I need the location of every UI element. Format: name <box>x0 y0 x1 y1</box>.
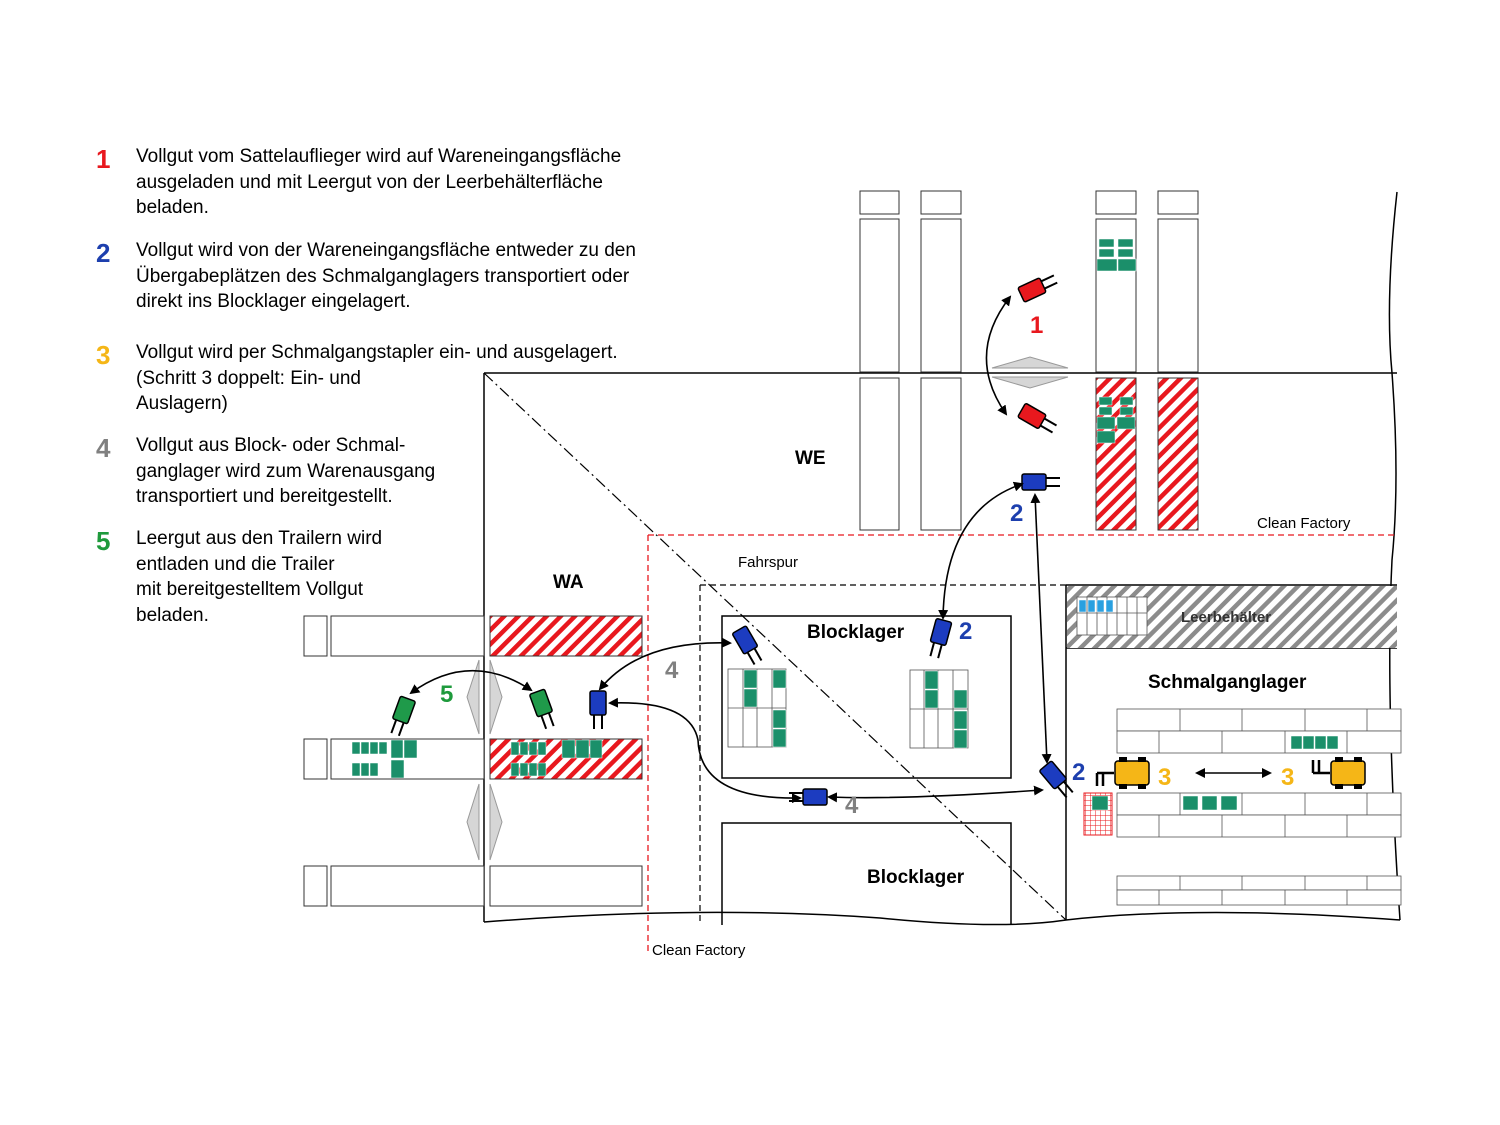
forklift-blue <box>1021 473 1060 491</box>
forklift-blue <box>789 788 828 806</box>
pallets-we <box>1096 238 1137 444</box>
step-marker-4: 4 <box>665 657 679 684</box>
step-description: Vollgut wird per Schmalgangstapler ein- … <box>136 342 618 414</box>
we-dock-doors <box>859 190 1199 531</box>
forklift-blue <box>1039 760 1074 799</box>
forklift-red <box>1017 274 1058 303</box>
step-number: 2 <box>96 238 111 268</box>
pallets-wa <box>351 739 603 779</box>
step-description: Vollgut aus Block- oder Schmal- ganglage… <box>136 435 436 507</box>
wa-hatched-lane <box>489 615 643 657</box>
step-marker-1: 1 <box>1030 312 1043 339</box>
label-blocklager-top: Blocklager <box>807 622 905 643</box>
forklift-blue <box>589 690 607 729</box>
label-blocklager-bottom: Blocklager <box>867 867 965 888</box>
empty-bins <box>1078 599 1114 613</box>
forklift-green <box>529 688 555 730</box>
step-marker-2: 2 <box>959 618 972 645</box>
forklift-blue <box>732 625 763 666</box>
narrow-aisle-truck <box>1311 757 1366 789</box>
we-hatched-lane <box>1157 377 1199 531</box>
forklift-red <box>1017 403 1058 434</box>
step-description: Vollgut vom Sattelauflieger wird auf War… <box>136 146 622 218</box>
label-leerbehaelter: Leerbehälter <box>1181 609 1271 626</box>
step-description: Leergut aus den Trailern wird entladen u… <box>136 528 383 626</box>
step-number: 4 <box>96 433 111 463</box>
step-marker-2: 2 <box>1010 500 1023 527</box>
dock-leveler <box>466 659 503 861</box>
step-marker-2: 2 <box>1072 759 1085 786</box>
step-marker-3: 3 <box>1281 764 1294 791</box>
step-marker-3: 3 <box>1158 764 1171 791</box>
label-clean-factory-bottom: Clean Factory <box>652 942 746 959</box>
flow-arrows <box>409 295 1272 804</box>
narrow-aisle-truck <box>1095 757 1150 789</box>
step-marker-5: 5 <box>440 681 453 708</box>
diagonal-reference-line <box>483 372 1067 921</box>
label-we: WE <box>795 448 826 469</box>
label-wa: WA <box>553 572 584 593</box>
label-clean-factory-top: Clean Factory <box>1257 515 1351 532</box>
step-marker-4: 4 <box>845 792 859 819</box>
step-number: 3 <box>96 340 111 370</box>
label-schmalganglager: Schmalganglager <box>1148 672 1307 693</box>
step-number: 5 <box>96 526 111 556</box>
blocklager-bottom-area <box>721 822 1012 925</box>
blocklager-top-area <box>721 615 1012 779</box>
pallets-schmalganglager <box>1091 735 1339 811</box>
narrow-aisle-racks <box>1116 708 1402 906</box>
forklift-blue <box>929 618 953 659</box>
step-number: 1 <box>96 144 111 174</box>
label-fahrspur: Fahrspur <box>738 554 798 571</box>
forklift-green <box>390 695 416 737</box>
step-description: Vollgut wird von der Wareneingangsfläche… <box>136 240 636 312</box>
